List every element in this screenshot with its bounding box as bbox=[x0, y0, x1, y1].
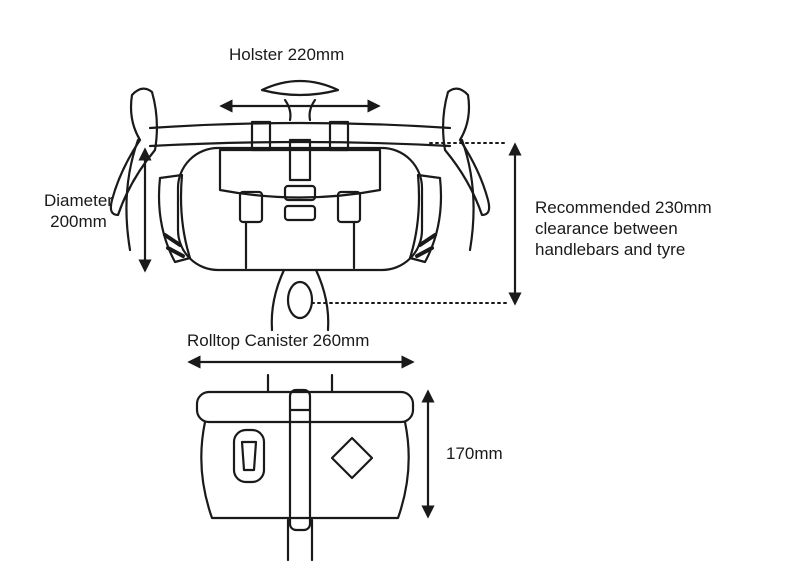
clearance-label-line3: handlebars and tyre bbox=[535, 240, 686, 259]
canister-height-label: 170mm bbox=[446, 444, 503, 463]
canister-width-label: Rolltop Canister 260mm bbox=[187, 331, 370, 350]
handlebars bbox=[109, 87, 491, 252]
holster-bag bbox=[157, 120, 443, 272]
diameter-label: Diameter 200mm bbox=[44, 190, 113, 232]
diameter-label-line2: 200mm bbox=[50, 212, 107, 231]
clearance-label-line2: clearance between bbox=[535, 219, 678, 238]
holster-width-label: Holster 220mm bbox=[229, 45, 345, 64]
fork bbox=[270, 268, 330, 332]
clearance-label-line1: Recommended 230mm bbox=[535, 198, 712, 217]
clearance-label: Recommended 230mm clearance between hand… bbox=[535, 197, 712, 260]
rolltop-canister bbox=[195, 373, 415, 562]
saddle bbox=[260, 79, 340, 122]
diameter-label-line1: Diameter bbox=[44, 191, 113, 210]
